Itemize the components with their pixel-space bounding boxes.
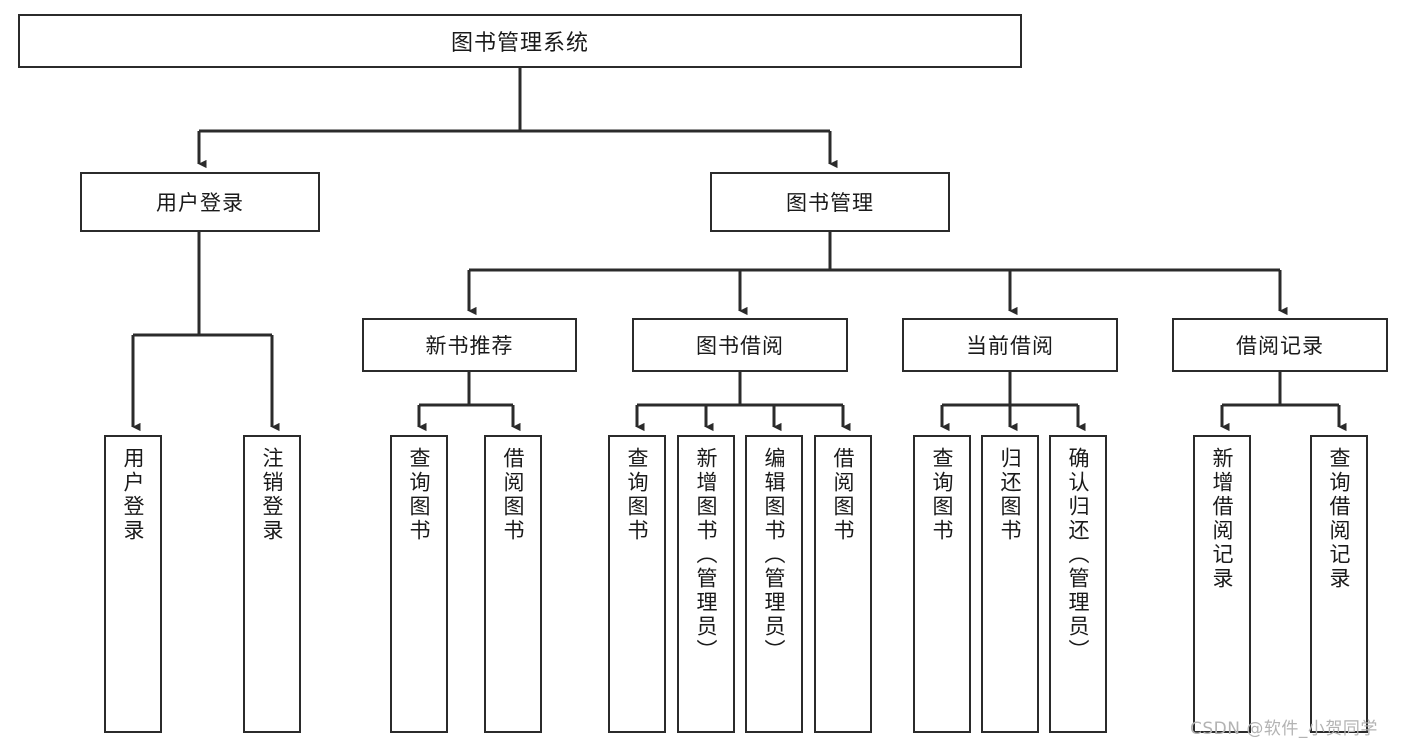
leaf-book-borrow-3[interactable]: 借阅图书	[814, 435, 872, 733]
node-user-login[interactable]: 用户登录	[80, 172, 320, 232]
leaf-label: 编辑图书（管理员）	[762, 447, 787, 663]
leaf-label: 查询借阅记录	[1327, 447, 1352, 591]
node-book-borrow-label: 图书借阅	[696, 334, 784, 358]
node-book-manage[interactable]: 图书管理	[710, 172, 950, 232]
node-book-manage-label: 图书管理	[786, 191, 874, 215]
leaf-user-login-1[interactable]: 注销登录	[243, 435, 301, 733]
leaf-label: 查询图书	[407, 447, 432, 543]
leaf-new-book-1[interactable]: 借阅图书	[484, 435, 542, 733]
node-borrow-record-label: 借阅记录	[1236, 334, 1324, 358]
node-borrow-record[interactable]: 借阅记录	[1172, 318, 1388, 372]
node-book-borrow[interactable]: 图书借阅	[632, 318, 848, 372]
node-current-borrow-label: 当前借阅	[966, 334, 1054, 358]
leaf-label: 确认归还（管理员）	[1066, 447, 1091, 663]
leaf-book-borrow-2[interactable]: 编辑图书（管理员）	[745, 435, 803, 733]
leaf-label: 新增借阅记录	[1210, 447, 1235, 591]
leaf-borrow-record-1[interactable]: 查询借阅记录	[1310, 435, 1368, 733]
leaf-label: 查询图书	[930, 447, 955, 543]
leaf-label: 用户登录	[121, 447, 146, 543]
node-root-label: 图书管理系统	[450, 31, 589, 56]
watermark: CSDN @软件_小贺同学	[1190, 719, 1378, 739]
leaf-current-borrow-1[interactable]: 归还图书	[981, 435, 1039, 733]
leaf-book-borrow-1[interactable]: 新增图书（管理员）	[677, 435, 735, 733]
leaf-label: 新增图书（管理员）	[694, 447, 719, 663]
node-new-book-recommend-label: 新书推荐	[425, 334, 514, 358]
leaf-borrow-record-0[interactable]: 新增借阅记录	[1193, 435, 1251, 733]
leaf-label: 归还图书	[998, 447, 1023, 543]
node-root[interactable]: 图书管理系统	[18, 14, 1022, 68]
leaf-current-borrow-2[interactable]: 确认归还（管理员）	[1049, 435, 1107, 733]
node-user-login-label: 用户登录	[156, 191, 244, 215]
leaf-label: 查询图书	[625, 447, 650, 543]
node-new-book-recommend[interactable]: 新书推荐	[362, 318, 577, 372]
leaf-label: 注销登录	[260, 447, 285, 543]
leaf-label: 借阅图书	[501, 447, 526, 543]
leaf-new-book-0[interactable]: 查询图书	[390, 435, 448, 733]
leaf-label: 借阅图书	[831, 447, 856, 543]
leaf-book-borrow-0[interactable]: 查询图书	[608, 435, 666, 733]
leaf-user-login-0[interactable]: 用户登录	[104, 435, 162, 733]
leaf-current-borrow-0[interactable]: 查询图书	[913, 435, 971, 733]
node-current-borrow[interactable]: 当前借阅	[902, 318, 1118, 372]
